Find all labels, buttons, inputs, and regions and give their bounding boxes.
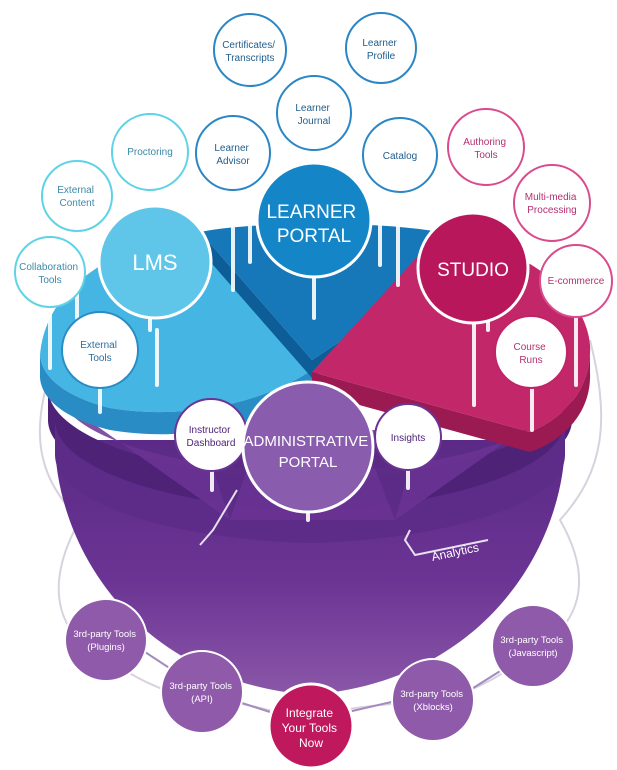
learner-advisor-node[interactable]: Learner Advisor [195, 115, 271, 191]
proctoring-node[interactable]: Proctoring [111, 113, 189, 191]
learner-advisor-label-2: Advisor [216, 156, 250, 167]
insights-label: Insights [391, 433, 425, 444]
learner-profile-label-2: Profile [367, 51, 396, 62]
processing-label: Processing [527, 205, 576, 216]
learner-profile-node[interactable]: Learner Profile [345, 12, 417, 84]
authoring-tools-label: Authoring [463, 137, 506, 148]
third-party-javascript-node[interactable]: 3rd-party Tools (Javascript) [491, 604, 575, 688]
api-title: 3rd-party Tools [169, 681, 232, 692]
svg-text:Catalog: Catalog [383, 151, 417, 162]
external-content-node[interactable]: External Content [41, 160, 113, 232]
plugins-title: 3rd-party Tools [73, 629, 136, 640]
learner-journal-node[interactable]: Learner Journal [276, 75, 352, 151]
svg-text:Instructor Dashboard: Instructor Dashboard [187, 425, 236, 449]
svg-text:Learner Profile: Learner Profile [362, 38, 399, 62]
collaboration-tools-node[interactable]: Collaboration Tools [14, 236, 86, 308]
authoring-tools-label-2: Tools [474, 150, 497, 161]
third-party-api-node[interactable]: 3rd-party Tools (API) [160, 650, 244, 734]
certificates-transcripts-node[interactable]: Certificates/ Transcripts [213, 13, 287, 87]
third-party-plugins-node[interactable]: 3rd-party Tools (Plugins) [64, 598, 148, 682]
learner-portal-tool-nodes: Learner Advisor Certificates/ Transcript… [195, 12, 438, 193]
plugins-subtitle: (Plugins) [87, 642, 125, 653]
catalog-node[interactable]: Catalog [362, 117, 438, 193]
your-tools-label: Your Tools [282, 721, 337, 735]
instructor-dashboard-node[interactable]: Instructor Dashboard [174, 398, 248, 472]
svg-text:Authoring Tools: Authoring Tools [463, 137, 509, 161]
administrative-portal-hub[interactable]: ADMINISTRATIVE PORTAL [241, 380, 375, 514]
external-tools-label: External [80, 340, 117, 351]
svg-text:External Content: External Content [57, 185, 96, 209]
collaboration-tools-label-2: Tools [38, 275, 61, 286]
lms-hub[interactable]: LMS [97, 204, 213, 320]
svg-text:E-commerce: E-commerce [548, 276, 605, 287]
integrate-label: Integrate [286, 706, 334, 720]
svg-text:3rd-party Tools (Javas: 3rd-party Tools (Javascript) [500, 635, 565, 659]
javascript-subtitle: (Javascript) [508, 648, 557, 659]
administrative-hub-label: ADMINISTRATIVE [244, 433, 369, 450]
lms-tool-nodes: Collaboration Tools External Content Pro… [14, 113, 189, 389]
svg-text:LEARNER PORTAL: LEARNER PORTAL [266, 202, 361, 247]
multimedia-label: Multi-media [525, 192, 577, 203]
authoring-tools-node[interactable]: Authoring Tools [447, 108, 525, 186]
dashboard-label: Dashboard [187, 438, 236, 449]
studio-hub-label: STUDIO [437, 260, 509, 281]
external-tools-label-2: Tools [88, 353, 111, 364]
svg-text:Insights: Insights [391, 433, 425, 444]
third-party-xblocks-node[interactable]: 3rd-party Tools (Xblocks) [391, 658, 475, 742]
external-content-label-2: Content [59, 198, 94, 209]
svg-text:Multi-media Processing: Multi-media Processing [525, 192, 579, 216]
certificates-label: Certificates/ [222, 40, 275, 51]
course-runs-label: Course [513, 342, 546, 353]
multimedia-processing-node[interactable]: Multi-media Processing [513, 164, 591, 242]
collaboration-tools-label: Collaboration [19, 262, 78, 273]
now-label: Now [299, 736, 323, 750]
lms-hub-label: LMS [132, 250, 177, 275]
learner-portal-hub[interactable]: LEARNER PORTAL [255, 161, 373, 279]
learner-profile-label: Learner [362, 38, 397, 49]
svg-text:3rd-party Tools (Xbloc: 3rd-party Tools (Xblocks) [400, 689, 465, 713]
admin-portal-hub-label: PORTAL [279, 454, 338, 471]
external-tools-node[interactable]: External Tools [61, 311, 139, 389]
svg-text:3rd-party Tools (API): 3rd-party Tools (API) [169, 681, 234, 705]
svg-text:Learner Journal: Learner Journal [295, 103, 332, 127]
integrate-your-tools-button[interactable]: Integrate Your Tools Now [267, 682, 355, 770]
instructor-label: Instructor [189, 425, 231, 436]
learner-hub-label: LEARNER [266, 202, 356, 223]
svg-text:Learner Advisor: Learner Advisor [214, 143, 251, 167]
insights-node[interactable]: Insights [374, 403, 442, 471]
learner-journal-label-2: Journal [298, 116, 331, 127]
svg-text:External Tools: External Tools [80, 340, 119, 364]
xblocks-subtitle: (Xblocks) [413, 702, 453, 713]
proctoring-label: Proctoring [127, 147, 173, 158]
javascript-title: 3rd-party Tools [500, 635, 563, 646]
portal-hub-label: PORTAL [277, 226, 351, 247]
svg-text:Collaboration Tools: Collaboration Tools [19, 262, 81, 286]
xblocks-title: 3rd-party Tools [400, 689, 463, 700]
third-party-nodes: 3rd-party Tools (Plugins) 3rd-party Tool… [64, 598, 575, 742]
studio-tool-nodes: Authoring Tools Multi-media Processing E… [447, 108, 613, 389]
external-content-label: External [57, 185, 94, 196]
api-subtitle: (API) [191, 694, 213, 705]
course-runs-label-2: Runs [519, 355, 542, 366]
svg-text:Certificates/ Transcri: Certificates/ Transcripts [222, 40, 278, 64]
catalog-label: Catalog [383, 151, 417, 162]
course-runs-node[interactable]: Course Runs [494, 315, 568, 389]
svg-text:Integrate Your Tools: Integrate Your Tools Now [282, 706, 341, 750]
transcripts-label: Transcripts [225, 53, 274, 64]
ecommerce-node[interactable]: E-commerce [539, 244, 613, 318]
svg-text:Course Runs: Course Runs [513, 342, 548, 366]
ecommerce-label: E-commerce [548, 276, 605, 287]
svg-text:ADMINISTRATIVE PORTAL: ADMINISTRATIVE PORTAL [244, 433, 373, 471]
svg-text:3rd-party Tools (Plugi: 3rd-party Tools (Plugins) [73, 629, 138, 653]
learner-journal-label: Learner [295, 103, 330, 114]
studio-hub[interactable]: STUDIO [416, 211, 530, 325]
learner-advisor-label: Learner [214, 143, 249, 154]
admin-tool-nodes: Instructor Dashboard Insights [174, 398, 442, 472]
svg-text:Proctoring: Proctoring [127, 147, 173, 158]
